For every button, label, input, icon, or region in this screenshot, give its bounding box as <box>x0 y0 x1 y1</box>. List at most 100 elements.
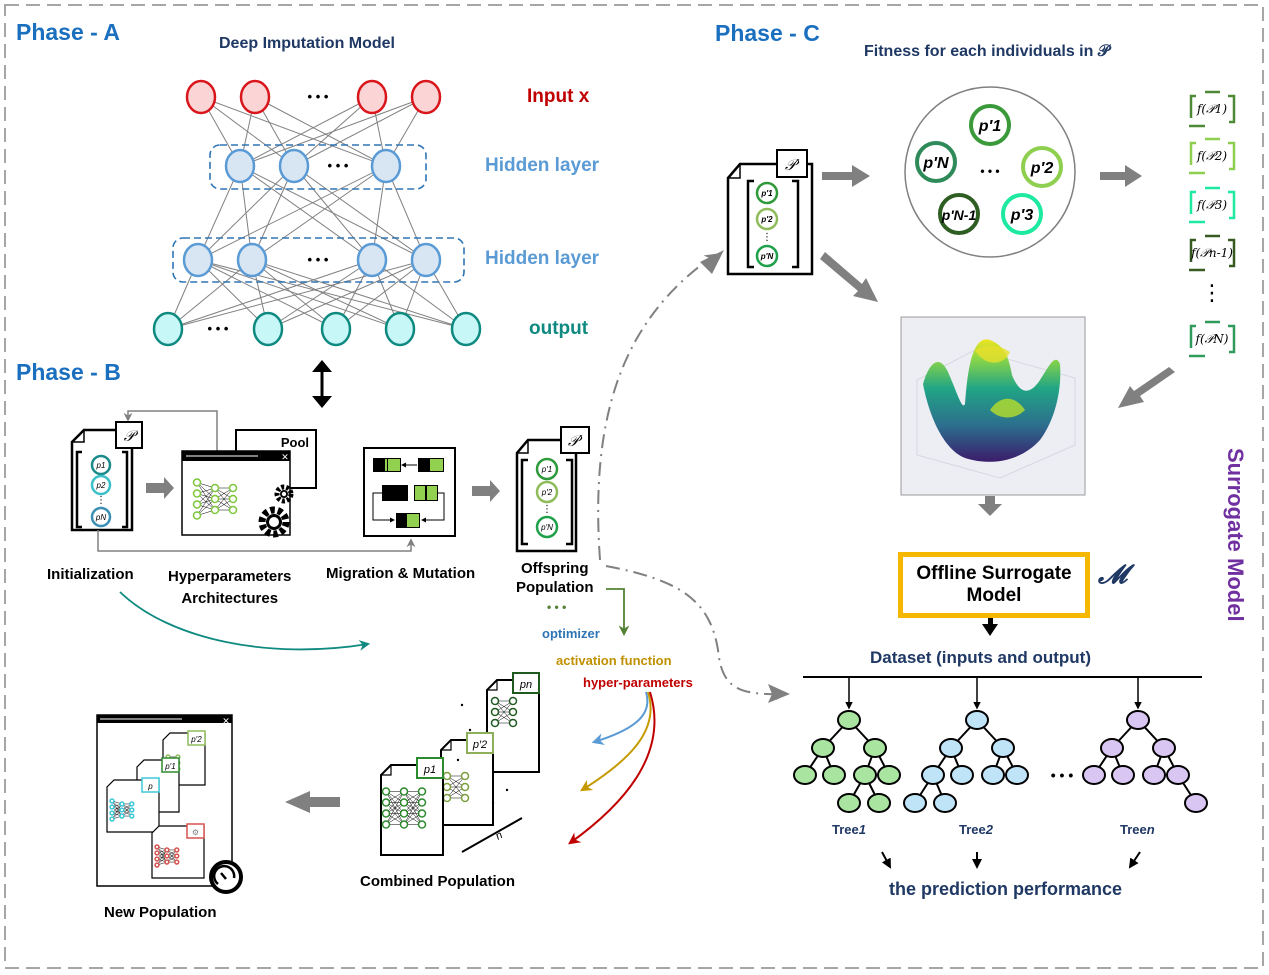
network-edge <box>239 96 427 167</box>
arrow-circle-to-fitness <box>1100 165 1142 187</box>
fitness-item: f(𝒫N) <box>1189 320 1236 358</box>
tree-node <box>1142 765 1166 785</box>
offspring-population-label: Offspring Population <box>516 559 594 597</box>
individual-p1 <box>90 454 112 476</box>
arrow-surface-to-model <box>978 496 1002 516</box>
tree-3 <box>1082 677 1208 813</box>
fitness-label: f(𝒫N) <box>1195 332 1229 346</box>
count-n-label: n <box>494 829 505 842</box>
offspring-p1-label: p′1 <box>541 465 552 474</box>
tree-node <box>1005 765 1029 785</box>
close-icon: ✕ <box>222 716 230 726</box>
fitness-item: f(𝒫3) <box>1189 186 1236 224</box>
layer-ellipsis: • • • <box>308 252 329 267</box>
tree-node <box>1184 793 1208 813</box>
new-population-window: ✕p′2p′1p⚙ <box>96 714 243 894</box>
hidden-layer-1-box <box>209 144 427 190</box>
surface-plot <box>900 316 1086 496</box>
new-tag-label: p′1 <box>164 762 175 771</box>
offspring-to-phase-c-arrow <box>597 253 717 561</box>
arrow-fitness-to-surface <box>1118 367 1175 408</box>
network-edge <box>197 165 241 261</box>
tree-node <box>867 793 891 813</box>
fitness-title: Fitness for each individuals in 𝒫 <box>864 43 1110 60</box>
mini-network-icon <box>109 798 135 822</box>
combined-tag-label: p′2 <box>472 739 487 751</box>
phase-c-p2-label: p′2 <box>760 215 773 224</box>
stack-dot <box>505 788 509 792</box>
combined-population-document: p1 <box>380 757 444 856</box>
hidden-layer-1-label: Hidden layer <box>485 155 600 176</box>
activation-curve-arrow <box>579 691 652 792</box>
tree-to-prediction-arrow <box>881 851 891 869</box>
tree-node <box>939 738 963 758</box>
network-edge <box>197 259 337 330</box>
network-edge <box>254 96 387 167</box>
outer-frame <box>4 4 1264 969</box>
layer-ellipsis: • • • <box>208 321 229 336</box>
hyperparam-curve-arrow <box>568 691 656 845</box>
output-layer-label: output <box>529 318 589 339</box>
hyperparameters-label: Hyperparameters <box>168 568 292 585</box>
initialization-curve-arrow <box>119 591 371 651</box>
network-edge <box>385 165 427 261</box>
tree-label: Tree2 <box>959 822 993 837</box>
prediction-performance-label: the prediction performance <box>889 879 1123 899</box>
arrowhead-phase-c <box>700 250 724 274</box>
tree-2 <box>903 677 1029 813</box>
tree-node <box>853 765 877 785</box>
individual-pN <box>90 506 112 528</box>
optimizer-curve-arrow <box>591 691 649 745</box>
tree-node <box>822 765 846 785</box>
circle-member-label: p′2 <box>1030 160 1054 177</box>
phase-b-title: Phase - B <box>16 359 121 385</box>
arrow-mutation-to-offspring <box>472 480 500 502</box>
hidden-layer-2-box <box>172 237 465 283</box>
svg-text:⋮: ⋮ <box>96 495 106 506</box>
network-edge <box>251 259 337 330</box>
output-node <box>252 311 284 347</box>
population-document: ⋮ <box>70 421 143 532</box>
individual-p2 <box>90 474 112 496</box>
dataset-label: Dataset (inputs and output) <box>870 648 1091 667</box>
tree-node <box>837 793 861 813</box>
tree-ellipsis: • • • <box>1051 767 1074 783</box>
circle-member-label: p′N-1 <box>941 207 977 223</box>
combined-population-document: p′2 <box>440 732 494 826</box>
bidirectional-arrow <box>312 360 332 408</box>
offline-surrogate-model-box: Offline Surrogate Model <box>898 552 1090 618</box>
offspring-pN-label: p′N <box>540 523 553 532</box>
surrogate-model-side-title: Surrogate Model <box>1223 448 1248 622</box>
circle-member: p′3 <box>1001 193 1043 235</box>
tree-node <box>1152 738 1176 758</box>
circle-member-label: p′N <box>922 155 949 172</box>
param-optimizer: optimizer <box>542 626 600 641</box>
tree-node <box>1100 738 1124 758</box>
p1-label: p1 <box>96 461 106 470</box>
tree-node <box>921 765 945 785</box>
network-edge <box>293 165 373 261</box>
new-tag-label: p′2 <box>190 735 202 744</box>
mini-network-icon <box>192 478 238 520</box>
offspring-to-trees-arrow <box>605 565 788 701</box>
tree-1 <box>793 677 901 813</box>
fitness-label: f(𝒫n-1) <box>1190 246 1233 260</box>
input-node <box>185 79 217 115</box>
network-edge <box>239 165 373 261</box>
layer-ellipsis: • • • <box>328 158 349 173</box>
fitness-item: f(𝒫1) <box>1189 90 1236 128</box>
speedometer-icon <box>209 860 243 894</box>
stack-dot <box>468 728 472 732</box>
phase-c-p1-label: p′1 <box>760 189 773 198</box>
phase-c-offspring-document: ⋮ <box>726 149 814 276</box>
arrow-model-to-dataset <box>982 612 998 636</box>
tree-node <box>837 710 861 730</box>
tree-node <box>877 765 901 785</box>
hidden2-node <box>236 242 268 278</box>
hidden2-node <box>182 242 214 278</box>
fitness-label: f(𝒫3) <box>1196 198 1227 212</box>
new-tag-label: p <box>147 782 153 791</box>
p2-label: p2 <box>96 481 106 490</box>
